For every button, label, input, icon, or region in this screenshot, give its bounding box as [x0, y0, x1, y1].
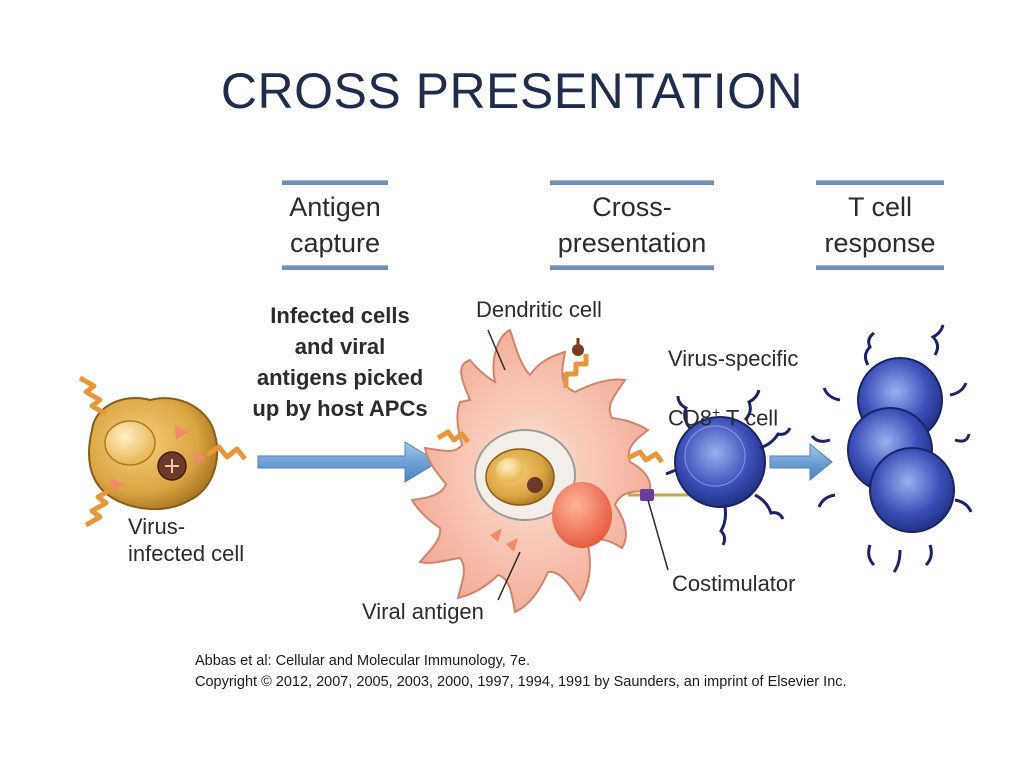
stage-top-bar	[816, 180, 944, 185]
viral-antigen-label: Viral antigen	[362, 599, 484, 624]
citation: Abbas et al: Cellular and Molecular Immu…	[195, 651, 847, 693]
cd8-suffix-text: T cell	[720, 405, 779, 431]
citation-copyright: Copyright © 2012, 2007, 2005, 2003, 2000…	[195, 674, 847, 690]
viral-antigen-pointer	[497, 551, 521, 601]
citation-source: Abbas et al: Cellular and Molecular Immu…	[195, 653, 531, 669]
stage-antigen-capture: Antigen capture	[282, 180, 388, 270]
slide-title: CROSS PRESENTATION	[220, 63, 804, 119]
viral-antigen-icon	[506, 538, 518, 552]
capture-arrow	[257, 441, 439, 483]
virus-infected-cell	[78, 375, 247, 528]
infected-cell-label: Virus- infected cell	[128, 514, 245, 566]
costimulator-icon	[640, 489, 654, 501]
stage-bottom-bar	[282, 265, 388, 270]
stage-t-cell-response-label: T cell response	[824, 192, 936, 258]
response-arrow	[769, 442, 833, 482]
dendritic-cell-pointer	[487, 329, 506, 371]
stage-antigen-capture-label: Antigen capture	[289, 192, 381, 258]
cd8-t-cell	[665, 389, 792, 546]
virus-specific-text: Virus-specific	[668, 346, 799, 371]
stage-bottom-bar	[816, 265, 944, 270]
process-description: Infected cells and viral antigens picked…	[252, 303, 428, 421]
stage-cross-presentation-label: Cross- presentation	[557, 192, 707, 258]
viral-antigen-icon	[490, 528, 502, 542]
stage-top-bar	[282, 180, 388, 185]
costimulator-pointer	[647, 499, 669, 571]
mhc-receptor-icon	[78, 375, 108, 417]
cd8-prefix-text: CD8	[668, 405, 713, 431]
mhc-receptor-icon	[436, 429, 470, 444]
dendritic-cell-label: Dendritic cell	[476, 297, 602, 322]
mhc-receptor-icon	[626, 449, 664, 464]
stage-bottom-bar	[550, 265, 714, 270]
cd8-superscript: +	[712, 404, 721, 420]
mhc-receptor-icon	[563, 354, 589, 388]
dendritic-cell	[410, 328, 664, 614]
expanded-t-cells	[810, 324, 973, 573]
mhc-receptor-icon	[205, 444, 247, 461]
stage-cross-presentation: Cross- presentation	[550, 180, 714, 270]
stage-t-cell-response: T cell response	[816, 180, 944, 270]
mhc-receptor-icon	[84, 486, 114, 528]
virus-specific-cd8-label: Virus-specific CD8+ T cell	[668, 318, 798, 431]
stage-top-bar	[550, 180, 714, 185]
costimulator-label: Costimulator	[672, 571, 796, 596]
